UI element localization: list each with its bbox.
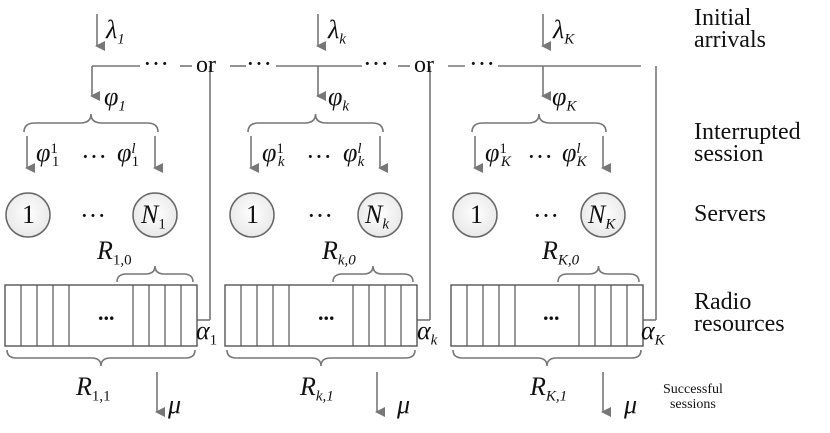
diagram-shapes	[4, 192, 644, 347]
R0-label-1: R1,0	[97, 236, 132, 269]
phi-k-first: φ1k	[262, 138, 285, 171]
phi-1: φ1	[104, 82, 126, 115]
label-radio-resources: Radio resources	[694, 289, 785, 337]
alpha-K: αK	[641, 316, 665, 349]
server-one-1: 1	[22, 200, 35, 229]
server-dots-K: ···	[533, 201, 559, 230]
server-one-k: 1	[246, 200, 259, 229]
phi-brace-K	[471, 113, 607, 133]
lambda-K: λK	[553, 15, 575, 48]
R1-brace-1	[6, 349, 196, 367]
cells-dots-k: ...	[318, 300, 335, 325]
mu-k: μ	[397, 390, 411, 419]
cells-dots-1: ...	[98, 300, 115, 325]
phi-1-dots: ···	[81, 142, 107, 171]
mu-K: μ	[624, 390, 638, 419]
cells-dots-K: ...	[543, 300, 560, 325]
server-circle-first-1	[5, 192, 51, 238]
server-dots-k: ···	[307, 201, 333, 230]
phi-brace-k	[247, 113, 384, 133]
dots-right-1: ···	[246, 49, 272, 78]
label-initial-arrivals: Initial arrivals	[694, 5, 766, 53]
connector-lines	[6, 14, 657, 417]
server-circle-last-1	[132, 192, 178, 238]
phi-k-dots: ···	[306, 142, 332, 171]
dots-left-2: ···	[363, 49, 389, 78]
server-circle-last-k	[357, 192, 403, 238]
alpha-1: α1	[196, 316, 218, 349]
server-one-K: 1	[470, 200, 483, 229]
or-label-1: or	[196, 52, 216, 78]
dots-right-2: ···	[469, 49, 495, 78]
phi-k: φk	[328, 82, 350, 115]
server-circle-last-K	[580, 192, 626, 238]
R1-label-k: Rk,1	[300, 372, 334, 405]
label-servers: Servers	[694, 201, 766, 227]
phi-k-last: φlk	[343, 138, 365, 171]
phi-1-last: φl1	[117, 138, 140, 171]
server-circle-first-k	[229, 192, 275, 238]
server-dots-1: ···	[80, 201, 106, 230]
phi-1-first: φ11	[36, 138, 60, 171]
lambda-k: λk	[328, 15, 346, 48]
server-N-k: Nk	[365, 200, 390, 233]
phi-K-first: φ1K	[485, 138, 511, 171]
phi-K-last: φlK	[562, 138, 587, 171]
or-label-2: or	[414, 52, 434, 78]
R0-label-K: RK,0	[542, 236, 580, 269]
dots-left-1: ···	[143, 49, 169, 78]
phi-K: φK	[552, 82, 577, 115]
server-circle-first-K	[452, 192, 498, 238]
server-N-K: NK	[588, 200, 616, 233]
R0-brace-k	[332, 265, 414, 283]
lambda-1: λ1	[106, 15, 125, 48]
R1-brace-K	[452, 349, 642, 367]
alpha-k: αk	[417, 316, 438, 349]
R0-brace-K	[557, 265, 640, 283]
R1-label-K: RK,1	[530, 372, 568, 405]
R0-label-k: Rk,0	[322, 236, 356, 269]
R0-brace-1	[116, 265, 194, 283]
mu-1: μ	[168, 390, 182, 419]
server-N-1: N1	[141, 200, 166, 233]
label-successful-sessions: Successful sessions	[663, 382, 723, 412]
phi-K-dots: ···	[527, 142, 553, 171]
R1-brace-k	[226, 349, 416, 367]
R1-label-1: R1,1	[76, 372, 111, 405]
label-interrupted-session: Interrupted session	[694, 119, 801, 167]
phi-brace-1	[23, 113, 159, 133]
